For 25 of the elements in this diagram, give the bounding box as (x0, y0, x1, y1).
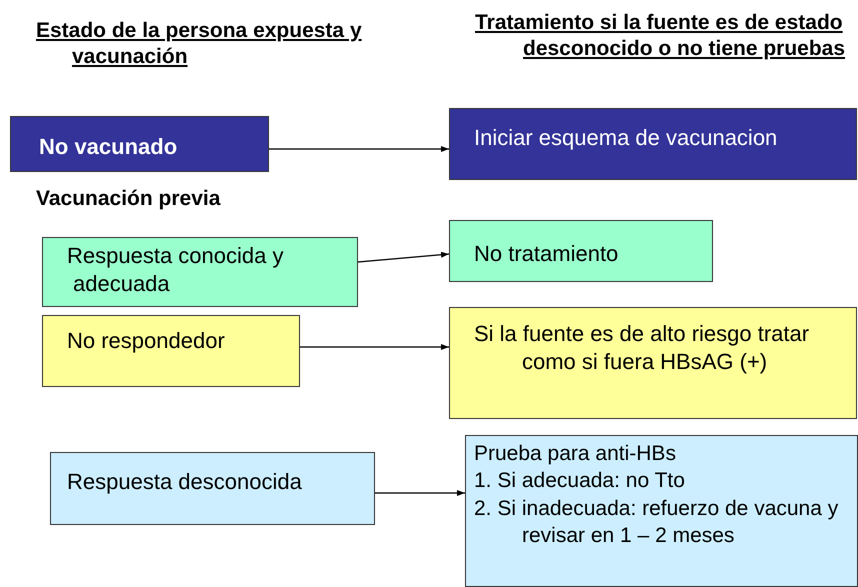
box-text: 1. Si adecuada: no Tto (474, 468, 686, 494)
box-text: 2. Si inadecuada: refuerzo de vacuna y revisar en 1 – 2 meses (474, 496, 840, 549)
box-text: No respondedor (67, 327, 226, 355)
process-box (449, 108, 857, 180)
column-heading: Tratamiento si la fuente es de estado desconocido o no tiene pruebas (475, 10, 846, 62)
process-box (10, 116, 269, 172)
arrow (375, 490, 465, 496)
process-box (449, 307, 857, 419)
arrow (300, 344, 449, 350)
box-text: No vacunado (39, 133, 178, 161)
box-text: Prueba para anti-HBs (474, 441, 677, 467)
box-text: Respuesta desconocida (67, 468, 303, 496)
arrow (358, 252, 450, 263)
process-box (465, 435, 858, 587)
box-text: Iniciar esquema de vacunacion (474, 124, 778, 152)
box-text: Respuesta conocida y adecuada (67, 242, 284, 297)
process-box (449, 220, 713, 282)
process-box (42, 237, 358, 307)
box-text: No tratamiento (474, 240, 620, 268)
column-heading: Estado de la persona expuesta y vacunación (36, 18, 363, 70)
process-box (42, 315, 300, 387)
box-text: Si la fuente es de alto riesgo tratar como si fuera HBsAG (+) (474, 320, 810, 375)
section-heading: Vacunación previa (36, 186, 222, 212)
arrow (269, 146, 449, 152)
process-box (50, 452, 375, 525)
